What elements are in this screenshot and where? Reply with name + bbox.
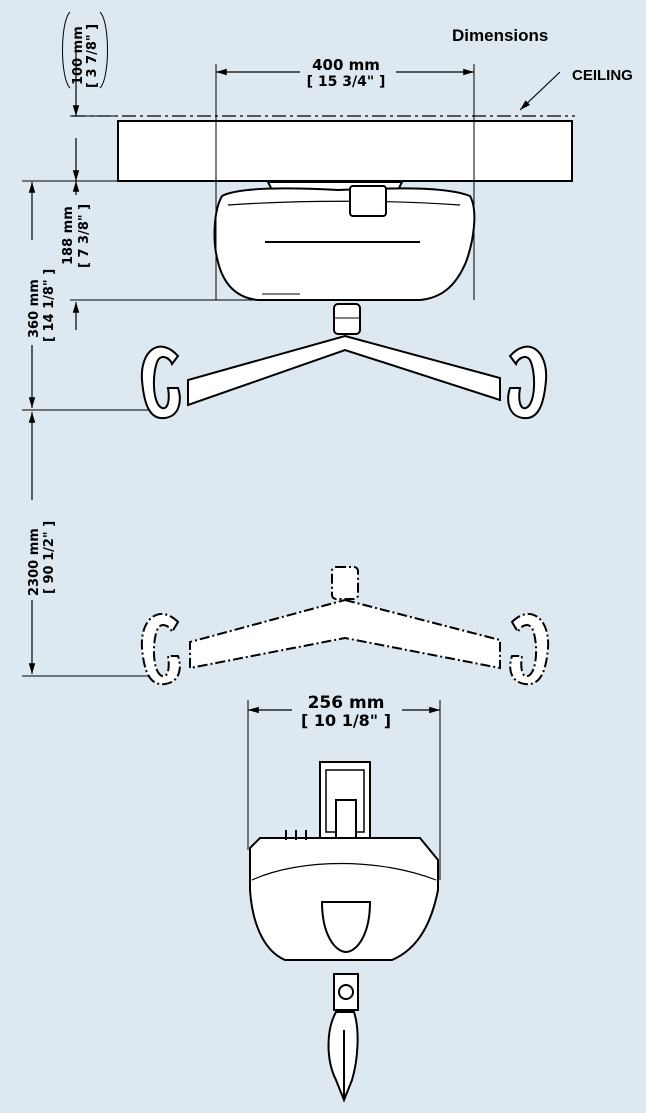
dim-body-height-mm: 188 mm	[61, 206, 76, 265]
spreader-bar-upper	[140, 334, 548, 420]
dim-rail-width-mm: 400 mm	[312, 56, 380, 74]
diagram-title: Dimensions	[452, 26, 548, 45]
ceiling-leader-line	[519, 71, 561, 111]
spreader-bar-lower	[140, 566, 550, 686]
dim-body-height: 188 mm [ 7 3/8" ]	[61, 181, 420, 330]
dim-drop-height-in: [ 14 1/8" ]	[42, 269, 57, 342]
dim-rail-width: 400 mm [ 15 3/4" ]	[215, 56, 475, 300]
ceiling-rail	[117, 120, 573, 182]
dim-ceiling-height-in: [ 3 7/8" ]	[85, 24, 100, 88]
ceiling-label: CEILING	[572, 67, 633, 84]
dim-ceiling-height: 100 mm [ 3 7/8" ]	[62, 11, 118, 182]
strap-and-hook-side	[327, 973, 359, 1103]
dim-drop-height-mm: 360 mm	[27, 279, 42, 338]
dim-body-height-in: [ 7 3/8" ]	[77, 204, 92, 268]
rail-side-view	[319, 761, 371, 841]
dim-drop-height: 360 mm [ 14 1/8" ]	[22, 180, 150, 411]
dim-unit-depth-in: [ 10 1/8" ]	[301, 711, 391, 730]
dim-ceiling-height-mm: 100 mm	[71, 26, 86, 85]
motor-unit-front	[213, 181, 476, 301]
dim-travel-height-in: [ 90 1/2" ]	[42, 521, 57, 594]
dim-unit-depth: 256 mm [ 10 1/8" ]	[247, 693, 441, 880]
motor-unit-side	[249, 830, 439, 961]
dim-unit-depth-mm: 256 mm	[308, 693, 385, 713]
dim-rail-width-in: [ 15 3/4" ]	[307, 74, 386, 90]
dim-travel-height-mm: 2300 mm	[27, 528, 42, 596]
dim-travel-height: 2300 mm [ 90 1/2" ]	[22, 412, 150, 677]
strap-connector-upper	[333, 303, 361, 335]
